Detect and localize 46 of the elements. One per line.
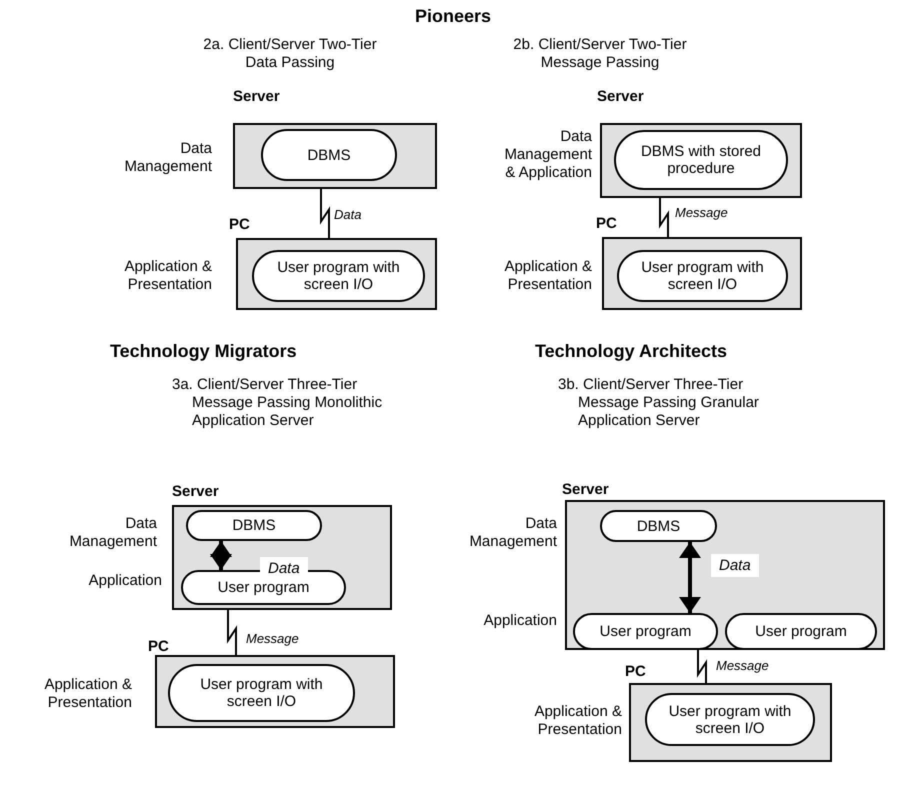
edge-label: Message xyxy=(245,630,300,648)
edge-label: Message xyxy=(715,657,770,675)
process-pill: DBMS xyxy=(261,129,397,181)
scenario-caption: 2b. Client/Server Two-Tier Message Passing xyxy=(512,36,688,72)
scenario-caption: 2a. Client/Server Two-Tier Data Passing xyxy=(202,36,378,72)
network-link xyxy=(659,198,669,237)
tier-heading: Server xyxy=(562,481,609,498)
section-heading: Pioneers xyxy=(414,5,492,27)
edge-label: Data xyxy=(333,206,362,224)
tier-heading: PC xyxy=(229,216,250,233)
section-heading: Technology Migrators xyxy=(110,340,297,362)
process-pill: DBMS xyxy=(600,510,717,542)
tier-heading: PC xyxy=(625,663,646,680)
network-link xyxy=(227,610,237,655)
layer-label: Data Management & Application xyxy=(503,128,592,182)
process-pill: DBMS xyxy=(186,510,322,541)
process-pill: User program with screen I/O xyxy=(617,250,788,302)
layer-label: Application & Presentation xyxy=(503,258,592,294)
network-link xyxy=(697,650,707,683)
scenario-caption: 3b. Client/Server Three-Tier Message Passing Granular Application Server xyxy=(558,376,760,430)
network-link xyxy=(320,189,330,238)
process-pill: User program with screen I/O xyxy=(168,664,355,722)
process-pill: User program with screen I/O xyxy=(645,693,815,746)
layer-label: Application & Presentation xyxy=(123,258,212,294)
tier-heading: PC xyxy=(596,215,617,232)
process-pill: User program xyxy=(725,613,877,650)
scenario-caption: 3a. Client/Server Three-Tier Message Passing Monolithic Application Server xyxy=(172,376,384,430)
process-pill: User program xyxy=(573,613,718,650)
layer-label: Data Management xyxy=(468,515,557,551)
edge-label: Message xyxy=(674,204,729,222)
edge-label: Data xyxy=(711,554,759,577)
layer-label: Data Management xyxy=(123,140,212,176)
layer-label: Application & Presentation xyxy=(43,676,132,712)
tier-heading: Server xyxy=(233,88,280,105)
layer-label: Data Management xyxy=(68,515,157,551)
layer-label: Application xyxy=(482,612,557,630)
double-arrow xyxy=(210,541,232,570)
process-pill: DBMS with stored procedure xyxy=(614,130,788,190)
process-pill: User program with screen I/O xyxy=(252,250,425,302)
tier-heading: Server xyxy=(597,88,644,105)
layer-label: Application & Presentation xyxy=(533,703,622,739)
section-heading: Technology Architects xyxy=(535,340,728,362)
tier-heading: PC xyxy=(148,638,169,655)
layer-label: Application xyxy=(88,572,162,590)
double-arrow xyxy=(679,542,701,613)
tier-heading: Server xyxy=(172,483,219,500)
